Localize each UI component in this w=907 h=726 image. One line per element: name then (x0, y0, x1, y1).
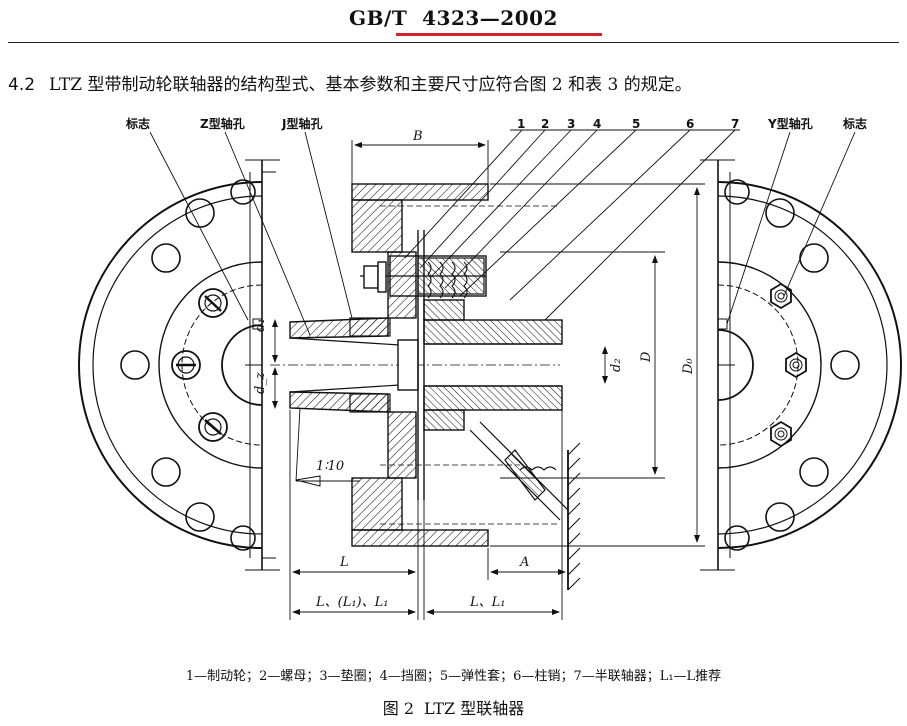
label-part-4: 4 (593, 117, 601, 131)
label-part-5: 5 (632, 117, 640, 131)
label-part-3: 3 (567, 117, 575, 131)
label-d1: d₁ (253, 318, 268, 332)
label-j-bore: J型轴孔 (281, 116, 322, 131)
dimension-lines (149, 129, 856, 620)
label-part-2: 2 (541, 117, 549, 131)
red-underline (396, 33, 602, 36)
label-dim-B: B (412, 129, 423, 144)
label-taper: 1∶10 (316, 459, 344, 474)
label-dz: d_z (253, 372, 268, 394)
section-number: 4.2 (8, 75, 36, 95)
caption-number: 图 2 (382, 699, 415, 718)
label-A: A (519, 555, 529, 570)
label-L-right: L、L₁ (469, 595, 505, 610)
figure-legend: 1—制动轮；2—螺母；3—垫圈；4—挡圈；5—弹性套；6—柱销；7—半联轴器；L… (185, 669, 722, 684)
label-L: L (339, 555, 349, 570)
label-d2: d₂ (609, 358, 624, 372)
header-rule (8, 42, 899, 43)
section-paragraph: 4.2 LTZ 型带制动轮联轴器的结构型式、基本参数和主要尺寸应符合图 2 和表 … (8, 70, 692, 95)
label-mark-right: 标志 (842, 116, 867, 131)
label-part-1: 1 (517, 117, 525, 131)
standard-code: GB/T 4323—2002 (0, 6, 907, 30)
right-end-view (700, 159, 902, 571)
page-header: GB/T 4323—2002 (0, 0, 907, 44)
figure-labels: 标志 Z型轴孔 J型轴孔 B 1 2 3 4 5 6 7 Y型轴孔 标志 d₁ … (125, 116, 867, 610)
label-L-left: L、(L₁)、L₁ (315, 595, 388, 610)
label-y-bore: Y型轴孔 (767, 116, 813, 131)
label-z-bore: Z型轴孔 (200, 116, 245, 131)
label-mark-left: 标志 (125, 116, 150, 131)
left-end-view (78, 159, 280, 571)
caption-title: LTZ 型联轴器 (424, 699, 525, 718)
standard-number: 4323—2002 (422, 6, 558, 30)
label-part-7: 7 (731, 117, 739, 131)
section-text: LTZ 型带制动轮联轴器的结构型式、基本参数和主要尺寸应符合图 2 和表 3 的… (49, 75, 692, 95)
section-view (270, 183, 581, 591)
label-D: D (639, 351, 654, 363)
figure-caption: 图 2 LTZ 型联轴器 (0, 695, 907, 719)
standard-prefix: GB/T (349, 6, 408, 30)
label-part-6: 6 (686, 117, 694, 131)
label-D0: D₀ (681, 358, 696, 375)
